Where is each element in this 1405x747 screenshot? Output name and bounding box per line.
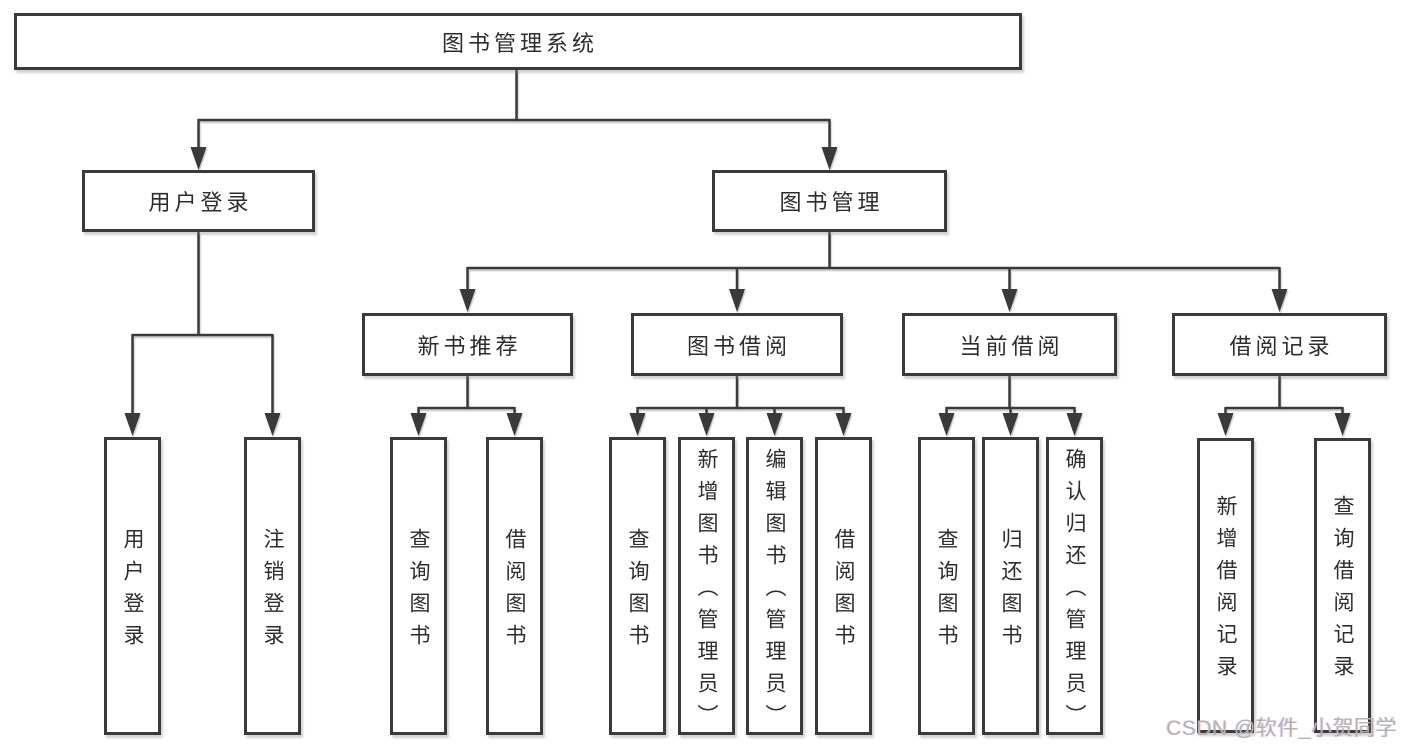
arrowhead-icon xyxy=(1334,413,1351,436)
arrowhead-icon xyxy=(1001,289,1018,312)
node-bb-edit-books-admin: 编辑图书（管理员） xyxy=(746,437,803,736)
arrowhead-icon xyxy=(190,147,207,170)
node-cb-query-books: 查询图书 xyxy=(918,437,975,735)
node-label: 查询图书 xyxy=(626,527,649,656)
connector-lines xyxy=(131,70,1344,416)
arrowhead-icon xyxy=(459,289,476,312)
node-br-add-record: 新增借阅记录 xyxy=(1197,438,1254,733)
arrowhead-icon xyxy=(698,413,715,436)
node-label: 用户登录 xyxy=(121,527,144,656)
node-label: 新增借阅记录 xyxy=(1214,495,1237,687)
node-label: 确认归还（管理员） xyxy=(1063,447,1086,736)
node-br-query-record: 查询借阅记录 xyxy=(1314,438,1371,733)
node-new-book-recommend: 新书推荐 xyxy=(362,313,573,376)
arrowhead-icon xyxy=(1217,413,1234,436)
arrowheads xyxy=(124,147,1351,436)
node-label: 归还图书 xyxy=(999,527,1022,656)
node-cb-confirm-return-admin: 确认归还（管理员） xyxy=(1046,437,1103,736)
arrowhead-icon xyxy=(1002,413,1019,436)
node-book-management: 图书管理 xyxy=(712,170,947,232)
arrowhead-icon xyxy=(938,413,955,436)
node-bb-add-books-admin: 新增图书（管理员） xyxy=(678,437,735,736)
arrowhead-icon xyxy=(766,413,783,436)
arrowhead-icon xyxy=(124,413,141,436)
node-rec-query-books: 查询图书 xyxy=(390,437,447,735)
node-library-management-system: 图书管理系统 xyxy=(14,13,1022,70)
node-borrow-records: 借阅记录 xyxy=(1172,313,1387,376)
arrowhead-icon xyxy=(821,147,838,170)
node-book-borrowing: 图书借阅 xyxy=(631,313,843,376)
node-user-login-leaf: 用户登录 xyxy=(104,437,161,735)
arrowhead-icon xyxy=(506,413,523,436)
arrowhead-icon xyxy=(1271,289,1288,312)
arrowhead-icon xyxy=(410,413,427,436)
node-rec-borrow-books: 借阅图书 xyxy=(486,437,543,735)
arrowhead-icon xyxy=(264,413,281,436)
node-user-login: 用户登录 xyxy=(82,170,315,232)
csdn-watermark: CSDN @软件_小贺同学 xyxy=(1166,717,1397,740)
node-label: 查询图书 xyxy=(935,527,958,656)
node-label: 新增图书（管理员） xyxy=(695,447,718,736)
node-label: 借阅图书 xyxy=(832,527,855,656)
node-bb-query-books: 查询图书 xyxy=(609,437,666,735)
node-label: 查询图书 xyxy=(407,527,430,656)
node-current-borrowing: 当前借阅 xyxy=(902,313,1117,376)
node-logout-leaf: 注销登录 xyxy=(244,437,301,735)
arrowhead-icon xyxy=(629,413,646,436)
node-cb-return-books: 归还图书 xyxy=(982,437,1039,735)
node-label: 注销登录 xyxy=(261,527,284,656)
node-label: 查询借阅记录 xyxy=(1331,495,1354,687)
node-bb-borrow-books: 借阅图书 xyxy=(815,437,872,735)
node-label: 编辑图书（管理员） xyxy=(763,447,786,736)
node-label: 借阅图书 xyxy=(503,527,526,656)
arrowhead-icon xyxy=(1066,413,1083,436)
arrowhead-icon xyxy=(729,289,745,312)
arrowhead-icon xyxy=(835,413,852,436)
